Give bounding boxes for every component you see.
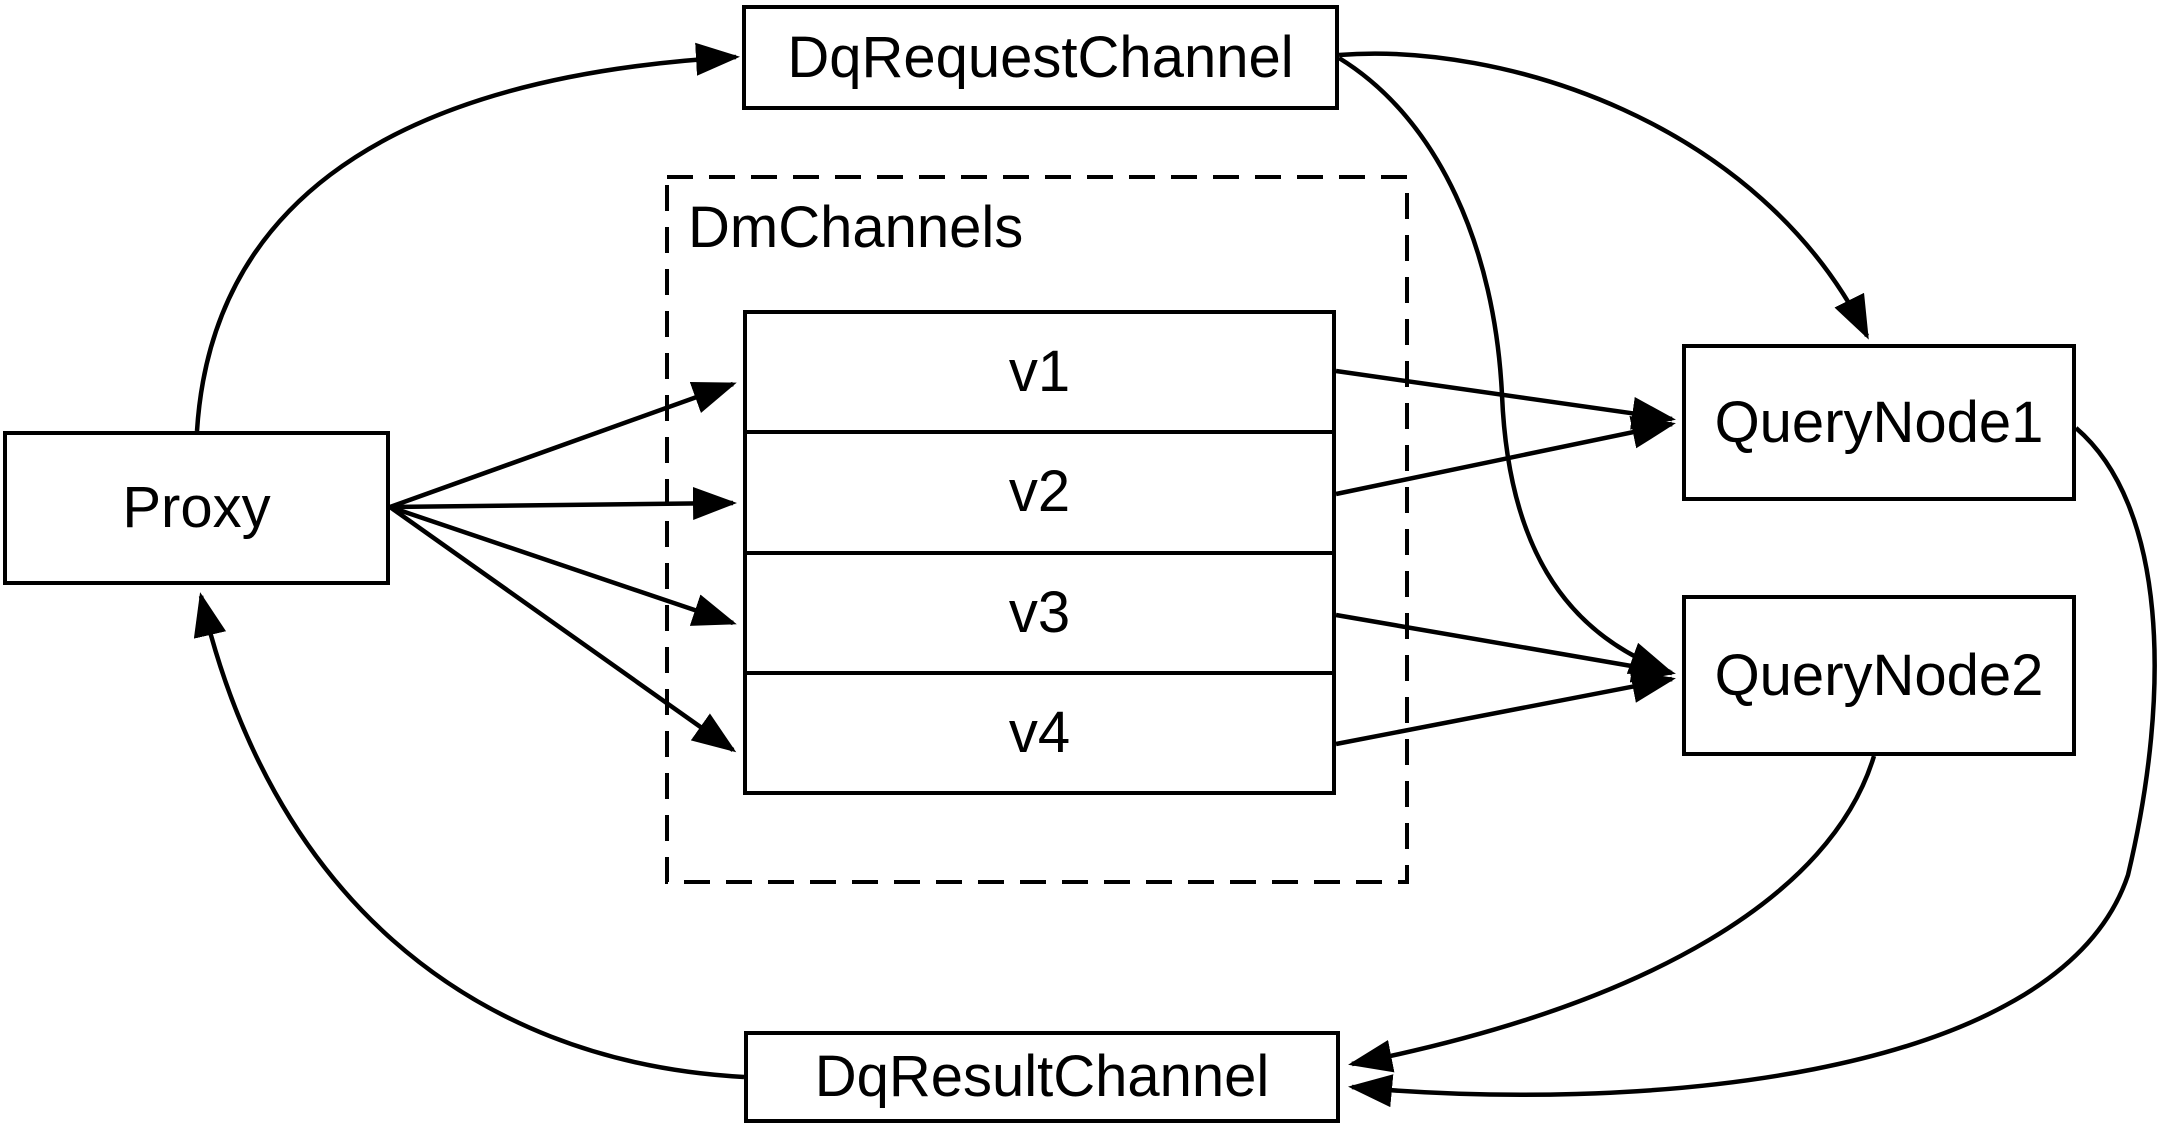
dq-request-channel-node: DqRequestChannel bbox=[742, 5, 1339, 110]
dq-result-channel-node: DqResultChannel bbox=[744, 1031, 1340, 1123]
channel-row-v1: v1 bbox=[747, 314, 1332, 430]
query-node-2-label: QueryNode2 bbox=[1714, 642, 2044, 708]
query-node-1-label: QueryNode1 bbox=[1714, 389, 2044, 455]
dq-request-channel-label: DqRequestChannel bbox=[787, 24, 1294, 90]
dm-channels-group-label: DmChannels bbox=[688, 195, 1024, 260]
dq-result-channel-label: DqResultChannel bbox=[814, 1044, 1270, 1109]
edge-proxy-to-dqrequestchannel bbox=[194, 42, 740, 432]
query-node-2: QueryNode2 bbox=[1682, 595, 2076, 756]
edge-querynode2-to-dqresultchannel bbox=[1348, 755, 1877, 1073]
edge-proxy-to-v2 bbox=[389, 486, 737, 520]
edge-v1-to-querynode1 bbox=[1335, 368, 1676, 430]
channel-row-v2: v2 bbox=[747, 430, 1332, 550]
channel-v3-label: v3 bbox=[1008, 579, 1071, 645]
channels-table: v1 v2 v3 v4 bbox=[743, 310, 1336, 795]
channel-v1-label: v1 bbox=[1008, 339, 1071, 405]
proxy-label: Proxy bbox=[122, 475, 271, 540]
edge-proxy-to-v3 bbox=[389, 504, 737, 626]
edge-dqrequestchannel-to-querynode2 bbox=[1337, 56, 1674, 675]
channel-row-v4: v4 bbox=[747, 670, 1332, 791]
edge-v3-to-querynode2 bbox=[1335, 612, 1676, 683]
proxy-node: Proxy bbox=[3, 431, 390, 585]
edge-v4-to-querynode2 bbox=[1335, 670, 1676, 747]
dm-channels-group-border bbox=[665, 175, 1409, 884]
edge-dqresultchannel-to-proxy bbox=[193, 592, 745, 1080]
edge-proxy-to-v1 bbox=[389, 381, 737, 510]
edge-querynode1-to-dqresultchannel bbox=[1348, 426, 2157, 1108]
channel-v2-label: v2 bbox=[1008, 459, 1071, 525]
channel-row-v3: v3 bbox=[747, 550, 1332, 671]
edge-v2-to-querynode1 bbox=[1335, 416, 1676, 497]
edge-dqrequestchannel-to-querynode1 bbox=[1338, 51, 1870, 340]
edge-proxy-to-v4 bbox=[388, 505, 737, 753]
query-node-1: QueryNode1 bbox=[1682, 344, 2076, 501]
channel-v4-label: v4 bbox=[1008, 699, 1071, 765]
